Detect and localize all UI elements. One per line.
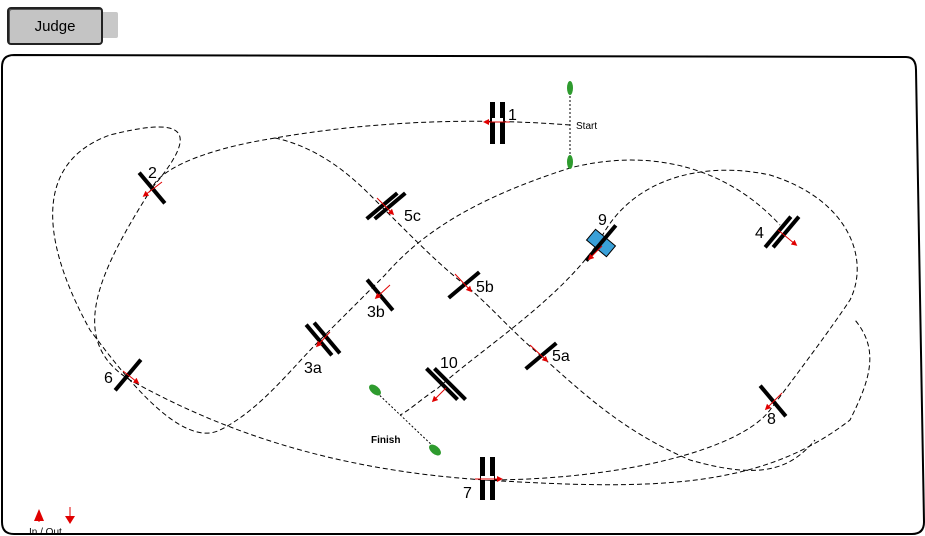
gate-1[interactable]: 1: [483, 102, 517, 144]
start-label: Start: [576, 121, 597, 132]
start-line: Start: [567, 81, 597, 169]
gate-label: 5a: [552, 348, 570, 365]
judge-button[interactable]: Judge: [7, 7, 103, 45]
gate-label: 1: [508, 107, 517, 124]
gate-label: 6: [104, 370, 113, 387]
flight-path: [52, 120, 871, 486]
gate-3b[interactable]: 3b: [365, 278, 395, 321]
gate-label: 3a: [304, 360, 322, 377]
gate-7[interactable]: 7: [463, 457, 503, 502]
finish-pole-right: [429, 444, 441, 456]
gate-label: 4: [755, 225, 764, 242]
start-pole-top: [567, 81, 573, 95]
gate-10[interactable]: 10: [425, 355, 467, 403]
gate-label: 8: [767, 411, 776, 428]
gate-label: 7: [463, 485, 472, 502]
gate-9[interactable]: 9: [576, 212, 625, 269]
gate-label: 3b: [367, 304, 385, 321]
gate-label: 2: [148, 165, 157, 182]
gate-8[interactable]: 8: [758, 384, 788, 428]
gate-4[interactable]: 4: [755, 215, 801, 249]
in-arrow-icon: [34, 509, 44, 521]
finish-label: Finish: [371, 435, 400, 446]
judge-button-tab[interactable]: [103, 12, 118, 38]
in-out-legend: In / Out: [29, 507, 75, 536]
gate-3a[interactable]: 3a: [304, 321, 342, 377]
gate-5c[interactable]: 5c: [365, 191, 421, 225]
finish-pole-left: [369, 384, 381, 396]
gate-label: 9: [598, 212, 607, 229]
gate-5a[interactable]: 5a: [524, 341, 570, 371]
gate-5b[interactable]: 5b: [447, 270, 494, 300]
gate-6[interactable]: 6: [104, 358, 143, 392]
gate-label: 5b: [476, 279, 494, 296]
finish-line: Finish: [369, 384, 441, 456]
start-pole-bottom: [567, 155, 573, 169]
gate-2[interactable]: 2: [137, 165, 167, 205]
in-out-label: In / Out: [29, 527, 62, 536]
gate-label: 5c: [404, 208, 421, 225]
out-arrow-icon: [65, 516, 75, 524]
gate-label: 10: [440, 355, 458, 372]
course-boundary: [1, 53, 925, 535]
